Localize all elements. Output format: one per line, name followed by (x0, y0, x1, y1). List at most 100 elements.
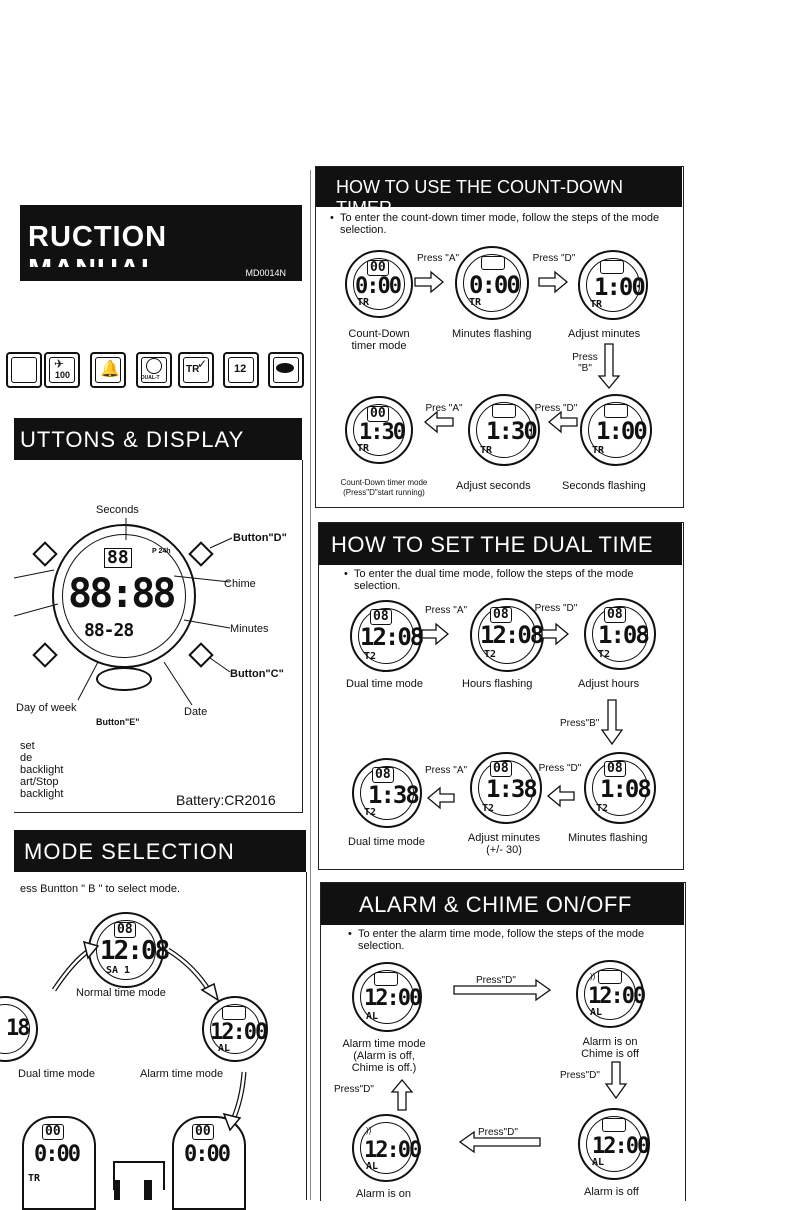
countdown-label-4: Count-Down timer mode (Press"D"start run… (340, 478, 428, 497)
dual-press-d: Press "D" (534, 603, 578, 614)
dual-label-1: Dual time mode (346, 678, 424, 690)
countdown-press-d: Press "D" (532, 253, 576, 264)
button-e[interactable] (96, 667, 152, 691)
alarm-watch-2: )) 12:00 AL (576, 960, 646, 1028)
dual-watch-5: 08 1:38 T2 (470, 752, 542, 824)
countdown-label-3: Adjust minutes (568, 328, 641, 340)
countdown-watch-4: 00 1:30 TR (345, 396, 413, 464)
dual-press-b: Press"B" (560, 718, 600, 729)
alarm-chime-arrows (390, 978, 628, 1154)
timer-tr-icon: TR ✓ (178, 352, 214, 388)
dual-label-3: Adjust hours (578, 678, 640, 690)
buttons-display-title: UTTONS & DISPLAY (20, 427, 245, 452)
dual-watch-1: 08 12:08 T2 (350, 600, 424, 672)
alarm-watch-4: 12:00 AL (578, 1108, 650, 1180)
mode-selection-title: MODE SELECTION (24, 839, 235, 864)
alarm-chime-bullet: •To enter the alarm time mode, follow th… (348, 928, 645, 952)
countdown-label-1: Count-Down timer mode (348, 328, 410, 352)
dual-time-title: HOW TO SET THE DUAL TIME (331, 532, 654, 557)
alarm-press-d-right: Press"D" (560, 1070, 600, 1081)
mode-selection-instruction: ess Buntton " B " to select mode. (20, 883, 181, 895)
battery-label: Battery:CR2016 (176, 792, 276, 808)
countdown-press-b: Press "B" (572, 352, 598, 374)
dual-press-d-2: Press "D" (538, 763, 582, 774)
light-icon (6, 352, 42, 388)
countdown-arrows (414, 270, 621, 434)
function-item: set (20, 740, 35, 752)
label-chime: Chime (224, 578, 256, 590)
dual-label-5: Adjust minutes (+/- 30) (467, 832, 541, 856)
display-watch: 88 P 24h 88:88 88-28 (52, 524, 196, 668)
countdown-label-2: Minutes flashing (452, 328, 532, 340)
battery-icon (268, 352, 304, 388)
display-seconds: 88 (104, 548, 132, 568)
watch-normal-mode: 08 12:08 SA 1 (88, 912, 170, 988)
alarm-watch-1: 12:00 AL (352, 962, 422, 1032)
dual-watch-3: 08 1:08 T2 (584, 598, 656, 670)
dual-time-arrows (421, 622, 624, 810)
model-number: MD0014N (245, 268, 286, 278)
dual-time-bullet: •To enter the dual time mode, follow the… (344, 568, 634, 592)
dual-time-icon: DUAL-T (136, 352, 172, 388)
feature-icons-row: 100 ✈ 🔔 DUAL-T TR ✓ 12 (6, 350, 308, 390)
dual-press-a: Press "A" (424, 605, 468, 616)
label-dual-mode: Dual time mode (18, 1068, 96, 1080)
function-item: backlight (20, 788, 64, 800)
countdown-label-5: Adjust seconds (456, 480, 531, 492)
manual-model-line: MD0014N (20, 267, 302, 281)
mode-selection-title-bar: MODE SELECTION (14, 830, 306, 872)
buttons-display-panel (14, 460, 303, 813)
dual-label-6: Minutes flashing (568, 832, 648, 844)
countdown-watch-5: 1:30 TR (468, 394, 540, 466)
label-normal-mode: Normal time mode (76, 987, 166, 999)
dual-press-a-2: Press "A" (424, 765, 468, 776)
calendar-icon: 12 (223, 352, 259, 388)
buttons-display-title-bar: UTTONS & DISPLAY (14, 418, 302, 460)
countdown-watch-3: 1:00 TR (578, 250, 648, 320)
label-alarm-mode: Alarm time mode (140, 1068, 224, 1080)
label-button-e: Button"E" (96, 717, 140, 727)
alarm-label-2: Alarm is on Chime is off (581, 1036, 639, 1060)
alarm-label-4: Alarm is off (584, 1186, 639, 1198)
countdown-press-a: Press "A" (416, 253, 460, 264)
dual-watch-6: 08 1:08 T2 (584, 752, 656, 824)
display-date-line: 88-28 (84, 620, 134, 641)
countdown-press-d-2: Press "D" (534, 403, 578, 414)
display-ampm: P 24h (152, 548, 171, 555)
label-button-c: Button"C" (230, 668, 284, 680)
function-item: de (20, 752, 33, 764)
countdown-watch-2: 0:00 TR (455, 246, 529, 320)
alarm-chime-title: ALARM & CHIME ON/OFF (359, 892, 632, 917)
label-button-d: Button"D" (233, 532, 287, 544)
alarm-label-1: Alarm time mode (Alarm is off, Chime is … (342, 1038, 426, 1074)
dual-label-4: Dual time mode (348, 836, 426, 848)
dual-watch-2: 08 12:08 T2 (470, 598, 544, 672)
alarm-press-d-bottom: Press"D" (478, 1127, 518, 1138)
alarm-label-3: Alarm is on (356, 1188, 412, 1200)
countdown-bullet: •To enter the count-down timer mode, fol… (330, 212, 660, 236)
alarm-watch-3: )) 12:00 AL (352, 1114, 422, 1182)
alarm-press-d-left: Press"D" (334, 1084, 374, 1095)
countdown-label-6: Seconds flashing (562, 480, 646, 492)
label-day-of-week: Day of week (16, 702, 77, 714)
dual-label-2: Hours flashing (462, 678, 533, 690)
label-minutes: Minutes (230, 623, 269, 635)
button-functions-list: set de backlight art/Stop backlight (20, 740, 63, 800)
mode-selection-panel (14, 872, 307, 1200)
watch-alarm-mode: 12:00 AL (202, 996, 268, 1062)
manual-title-bar: RUCTION MANUAL (20, 205, 302, 286)
countdown-watch-1: 00 0:00 TR (345, 250, 413, 318)
label-seconds: Seconds (96, 504, 139, 516)
function-item: art/Stop (20, 776, 59, 788)
countdown-pres-a: Pres "A" (425, 403, 463, 414)
dual-watch-4: 08 1:38 T2 (352, 758, 422, 828)
watch-bottom-left: 00 0:00 TR (22, 1116, 96, 1210)
function-item: backlight (20, 764, 64, 776)
countdown-title-bar: HOW TO USE THE COUNT-DOWN TIMER (316, 167, 682, 218)
alarm-chime-title-bar: ALARM & CHIME ON/OFF (321, 883, 684, 925)
label-date: Date (184, 706, 208, 718)
dual-time-title-bar: HOW TO SET THE DUAL TIME (319, 523, 682, 565)
countdown-watch-6: 1:00 TR (580, 394, 652, 466)
display-main-time: 88:88 (68, 571, 176, 617)
alarm-bell-icon: 🔔 (90, 352, 126, 388)
